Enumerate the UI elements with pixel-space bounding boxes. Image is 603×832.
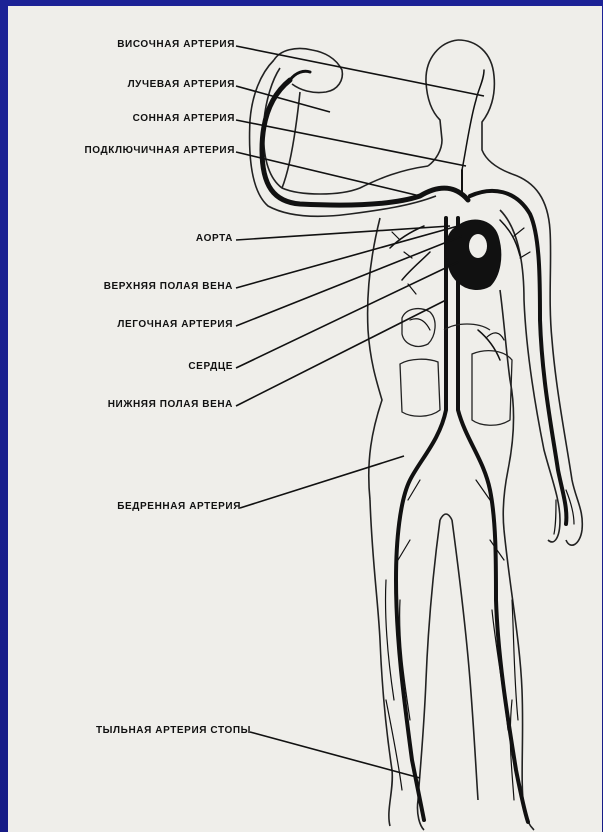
label-carotid-artery: СОННАЯ АРТЕРИЯ <box>133 113 235 124</box>
label-pulmonary-artery: ЛЕГОЧНАЯ АРТЕРИЯ <box>117 319 233 330</box>
label-dorsal-foot-artery: ТЫЛЬНАЯ АРТЕРИЯ СТОПЫ <box>96 725 251 736</box>
label-subclavian-artery: ПОДКЛЮЧИЧНАЯ АРТЕРИЯ <box>85 145 236 156</box>
body-outline <box>250 40 583 830</box>
label-aorta: АОРТА <box>196 233 233 244</box>
label-superior-vena-cava: ВЕРХНЯЯ ПОЛАЯ ВЕНА <box>104 281 233 292</box>
label-radial-artery: ЛУЧЕВАЯ АРТЕРИЯ <box>128 79 235 90</box>
vessels <box>262 70 574 822</box>
label-heart: СЕРДЦЕ <box>188 361 233 372</box>
heart-highlight <box>469 234 487 258</box>
label-temporal-artery: ВИСОЧНАЯ АРТЕРИЯ <box>117 39 235 50</box>
label-femoral-artery: БЕДРЕННАЯ АРТЕРИЯ <box>117 501 241 512</box>
label-inferior-vena-cava: НИЖНЯЯ ПОЛАЯ ВЕНА <box>108 399 233 410</box>
